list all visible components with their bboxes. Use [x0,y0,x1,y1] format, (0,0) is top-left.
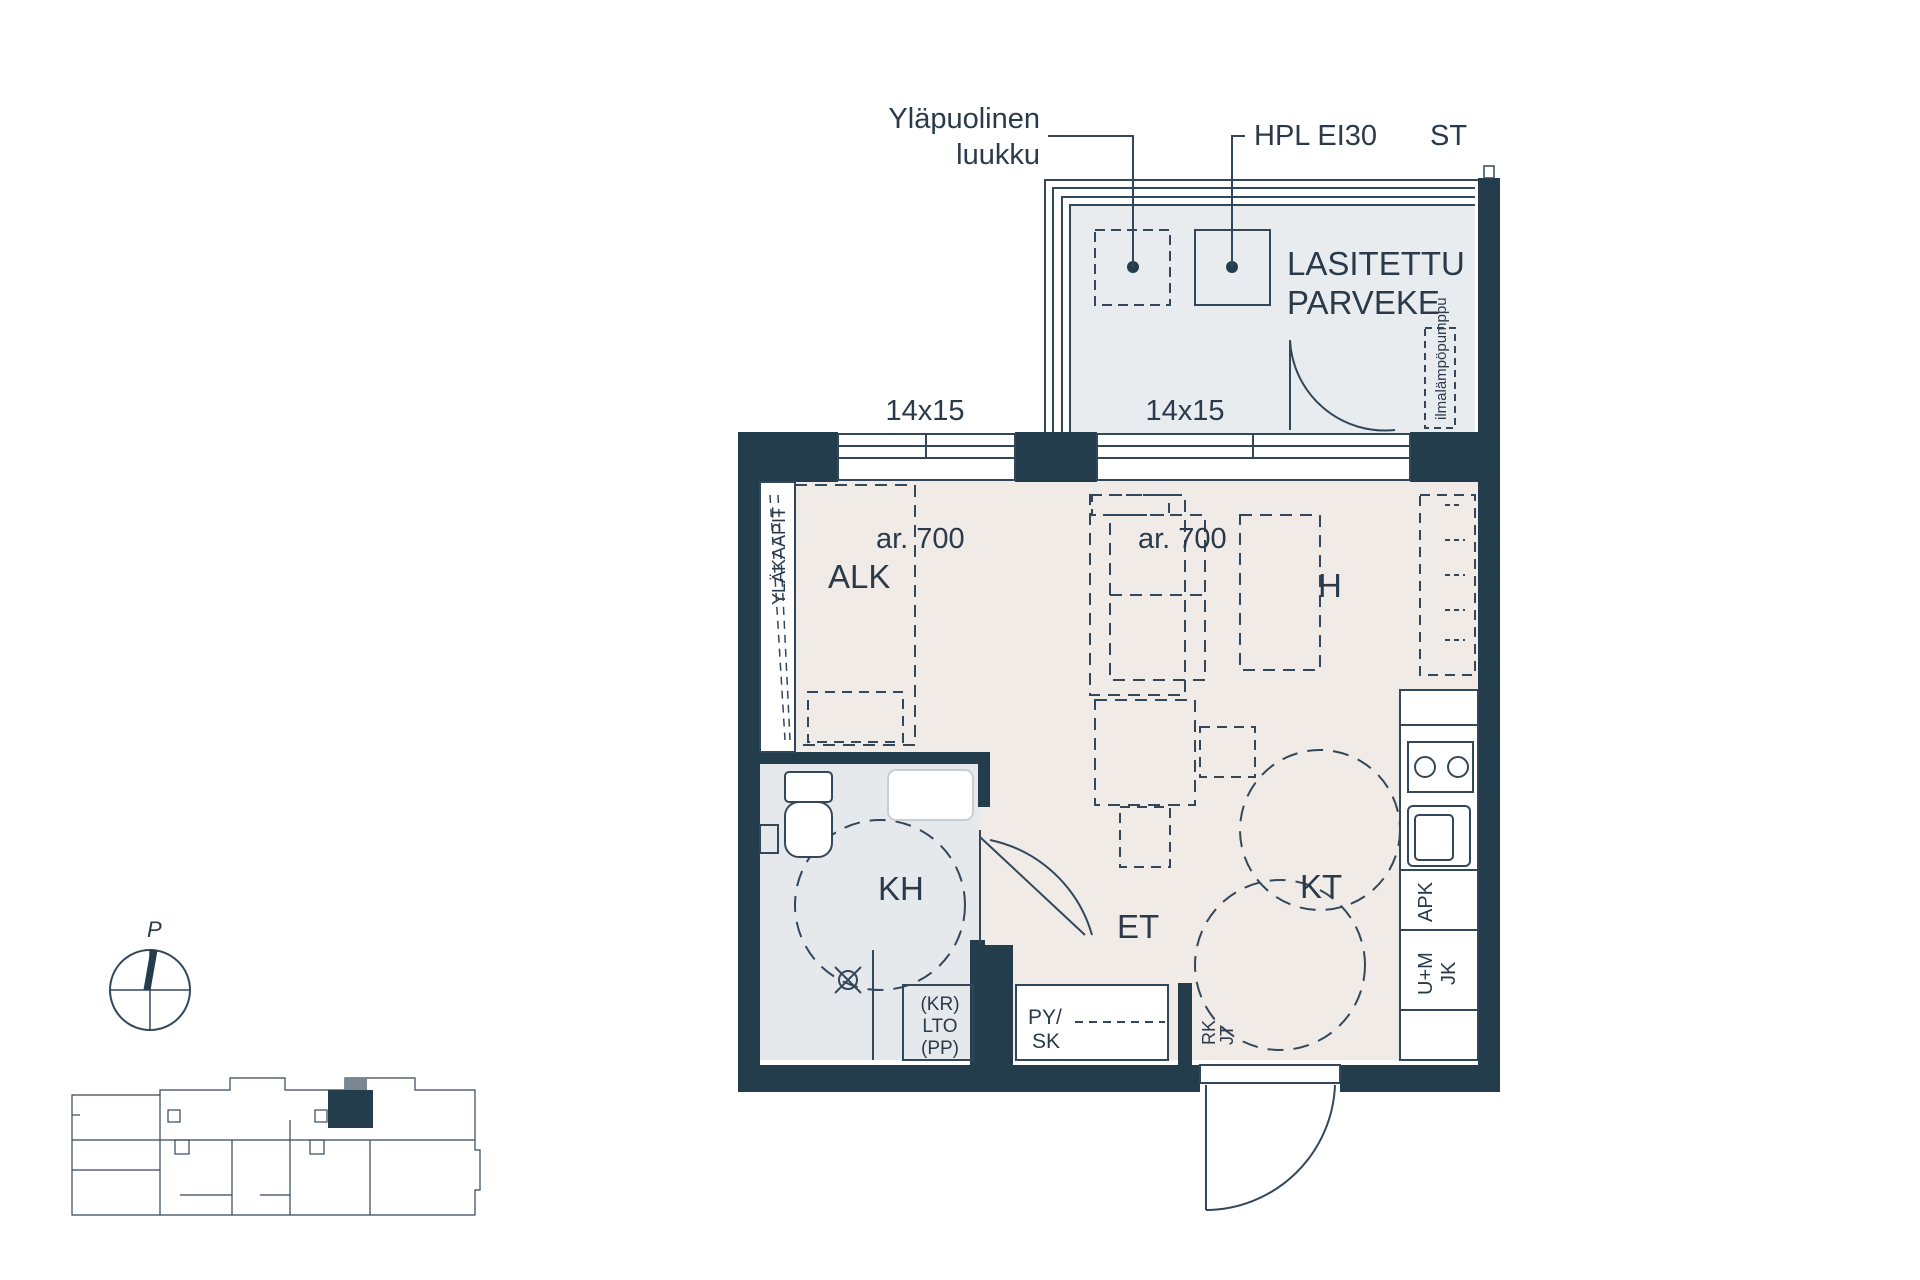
bed-h [1089,494,1186,696]
room-label-alk: ALK [828,558,890,595]
turn-circle-kh [794,819,966,991]
room-label-et: ET [1117,908,1159,945]
apk-label: APK [1415,881,1437,922]
ylakaapit-label: YLÄKAAPIT [769,507,789,605]
lto-label-line3: (PP) [921,1038,959,1059]
washbasin [887,769,974,821]
turn-circle-kt [1239,749,1401,911]
key-plan [71,1077,481,1216]
outer-walls [738,432,1500,1092]
balcony-label-line2: PARVEKE [1287,284,1440,321]
sofa-h [1239,514,1321,671]
lto-label-line2: LTO [922,1016,957,1037]
kitchen-counter [1399,689,1479,1061]
window-right-label: 14x15 [1145,395,1224,427]
window-left-label: 14x15 [885,395,964,427]
shelf-marks [1445,504,1465,641]
room-label-kt: KT [1300,868,1342,905]
balcony-right-wall [1478,178,1500,440]
stove [1407,741,1474,793]
key-plan-balcony [345,1078,367,1090]
bed-alk [794,484,916,746]
rk-label-line1: RK [1199,1020,1219,1045]
um-label-line1: U+M [1415,952,1437,995]
shelf-right [1419,494,1476,676]
um-label-line2: JK [1438,961,1460,985]
hpl-note: HPL EI30 [1254,120,1377,152]
room-label-kh: KH [878,870,924,907]
window-left [837,433,1016,481]
window-right [1096,433,1411,481]
north-compass [109,949,191,1031]
balcony-floor [1070,205,1475,435]
bath-cabinet [759,824,779,854]
py-label-line1: PY/ [1028,1006,1062,1029]
balcony-label-line1: LASITETTU [1287,245,1465,282]
rk-label-line2: JT [1217,1025,1237,1045]
lto-unit [902,984,974,1061]
leader-upper-hatch [1048,135,1134,267]
room-label-h: H [1318,567,1342,604]
floor-drain [838,970,858,990]
h-dimension: ar. 700 [1138,523,1227,555]
north-label: P [147,917,162,942]
balcony-door-swing [1289,339,1396,432]
heat-pump-label: ilmalämpöpumppu [1433,297,1450,420]
bed-alk-pillow [807,691,904,743]
bed-h-inner [1109,514,1206,681]
sink [1407,805,1471,867]
bed-h-top [1091,494,1170,516]
st-post [1483,165,1495,179]
alk-dimension: ar. 700 [876,523,965,555]
toilet [784,771,833,858]
hatch-note-line1: Yläpuolinen [888,103,1040,135]
dining-table [1094,699,1196,806]
chair-bottom [1119,806,1171,868]
floor-drain-cross [834,966,862,994]
turn-circle-et [1194,879,1366,1051]
hatch-note-line2: luukku [956,139,1040,171]
entrance-door [1199,1064,1341,1211]
balcony-frame [1044,179,1480,435]
st-label: ST [1430,120,1467,152]
bathroom-door-swing [979,836,1093,936]
lto-label-line1: (KR) [920,994,959,1015]
py-label-line2: SK [1032,1030,1060,1053]
key-plan-highlight [328,1090,373,1128]
interior-walls [758,752,1192,1068]
wardrobe [759,481,796,753]
heat-pump [1424,327,1456,429]
leader-hpl [1231,135,1245,267]
